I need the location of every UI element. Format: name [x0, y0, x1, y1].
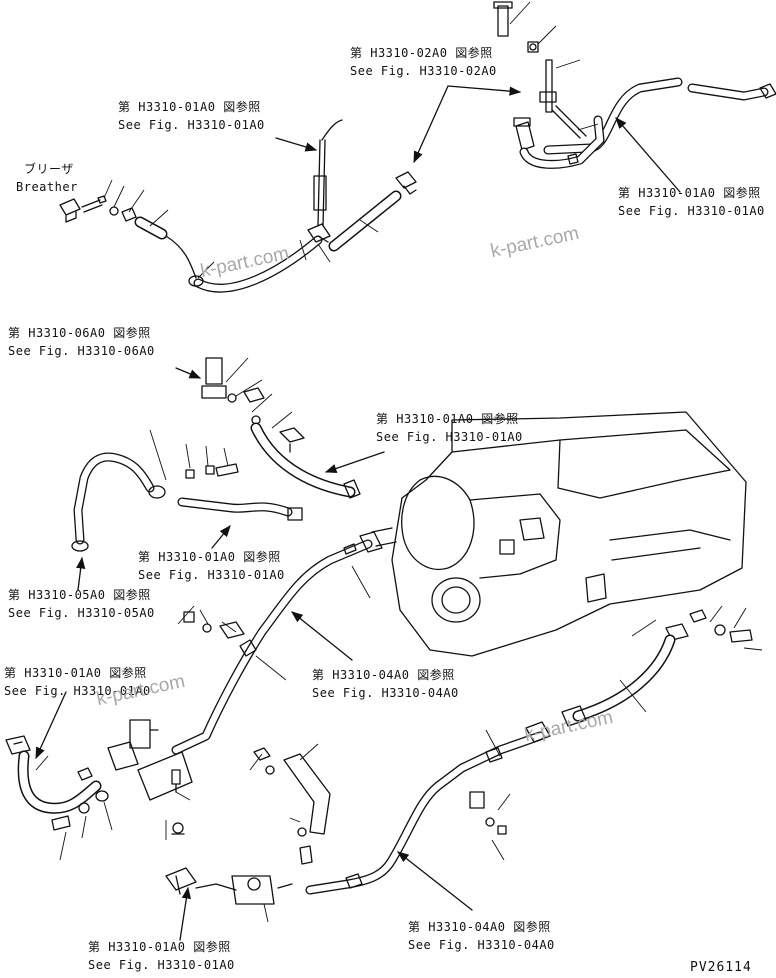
ref-mid-e-en: See Fig. H3310-04A0	[312, 686, 459, 700]
ref-top-center-en: See Fig. H3310-02A0	[350, 64, 497, 78]
mid-valve-fittings	[201, 357, 361, 499]
mid-left-pipe	[71, 429, 303, 552]
drawing-id: PV26114	[690, 960, 752, 975]
ref-mid-c-jp: 第 H3310-01A0 図参照	[138, 550, 281, 564]
ref-bottom-en: See Fig. H3310-01A0	[88, 958, 235, 972]
ref-low-right-jp: 第 H3310-04A0 図参照	[408, 920, 551, 934]
ref-mid-b-jp: 第 H3310-01A0 図参照	[376, 412, 519, 426]
ref-top-left-en: See Fig. H3310-01A0	[118, 118, 265, 132]
top-right-bracket-assembly	[493, 1, 776, 169]
ref-mid-d-jp: 第 H3310-05A0 図参照	[8, 588, 151, 602]
ref-mid-c-en: See Fig. H3310-01A0	[138, 568, 285, 582]
ref-mid-d-en: See Fig. H3310-05A0	[8, 606, 155, 620]
ref-mid-a-jp: 第 H3310-06A0 図参照	[8, 326, 151, 340]
breather-label-jp: ブリーザ	[24, 162, 74, 176]
ref-mid-a-en: See Fig. H3310-06A0	[8, 344, 155, 358]
ref-top-right-en: See Fig. H3310-01A0	[618, 204, 765, 218]
ref-top-left-jp: 第 H3310-01A0 図参照	[118, 100, 261, 114]
long-steel-pipe-upper	[171, 531, 383, 755]
long-steel-pipe-lower	[305, 721, 551, 895]
ref-mid-b-en: See Fig. H3310-01A0	[376, 430, 523, 444]
breather-label-en: Breather	[16, 180, 78, 194]
lower-bracket-clamps	[107, 719, 193, 840]
lower-center-fittings	[165, 743, 331, 923]
transmission-housing	[371, 411, 747, 657]
lower-right-hose	[561, 605, 763, 727]
ref-mid-e-jp: 第 H3310-04A0 図参照	[312, 668, 455, 682]
reference-arrows	[35, 85, 681, 941]
ref-low-left-en: See Fig. H3310-01A0	[4, 684, 151, 698]
ref-low-right-en: See Fig. H3310-04A0	[408, 938, 555, 952]
ref-top-right-jp: 第 H3310-01A0 図参照	[618, 186, 761, 200]
ref-top-center-jp: 第 H3310-02A0 図参照	[350, 46, 493, 60]
top-breather-assembly	[59, 119, 417, 293]
lower-left-hose	[5, 735, 113, 861]
ref-low-left-jp: 第 H3310-01A0 図参照	[4, 666, 147, 680]
ref-bottom-jp: 第 H3310-01A0 図参照	[88, 940, 231, 954]
